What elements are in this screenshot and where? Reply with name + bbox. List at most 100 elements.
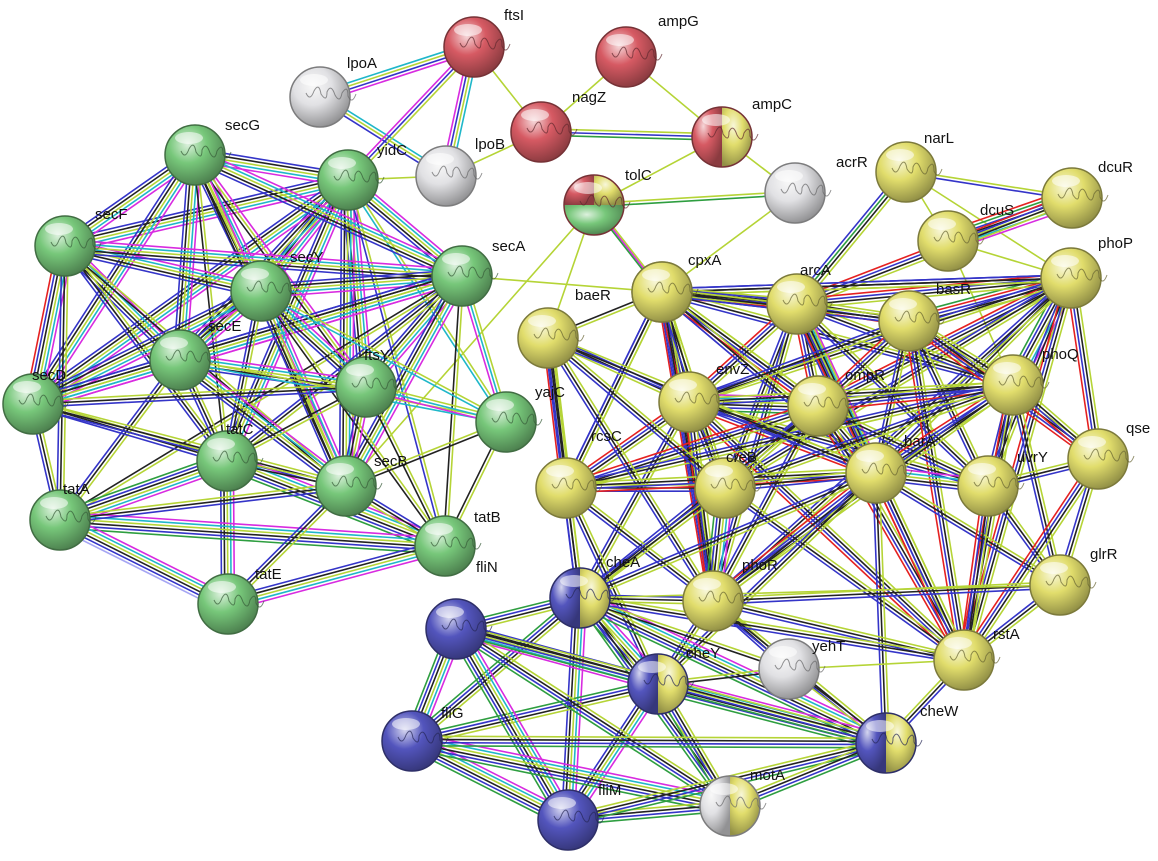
node-highlight — [693, 578, 721, 590]
node-segment-motA-yellow[interactable] — [730, 776, 760, 836]
node-nagZ[interactable] — [510, 101, 578, 163]
node-rim-uvrY — [957, 455, 1019, 517]
edge-ompR-rcsC-textmining — [566, 409, 821, 494]
node-narL[interactable] — [875, 141, 943, 203]
node-segment-cheW-yellow[interactable] — [886, 713, 916, 773]
node-acrR[interactable] — [764, 162, 832, 224]
node-cheA[interactable] — [549, 567, 617, 629]
edge-phoQ-glrR-cooccurrence — [1009, 384, 1058, 587]
node-lpoA[interactable] — [289, 66, 357, 128]
node-basR[interactable] — [878, 290, 946, 352]
edge-tatA-secB-coexpression — [59, 485, 347, 521]
edge-barA-phoR-textmining — [715, 475, 880, 606]
node-label-phoQ: phoQ — [1042, 346, 1079, 363]
edge-cheA-rstA-cooccurrence — [578, 600, 965, 664]
edge-barA-glrR-coexpression — [875, 472, 1061, 586]
edge-basR-envZ-textmining — [689, 323, 911, 406]
node-ftsI[interactable] — [443, 16, 511, 78]
node-segment-ampC-yellow[interactable] — [722, 107, 752, 167]
node-qse[interactable] — [1067, 428, 1135, 490]
node-secA[interactable] — [431, 245, 499, 307]
node-secB[interactable] — [315, 455, 383, 517]
node-cheY[interactable] — [627, 653, 695, 715]
edge-secY-unlabeled-green-database — [259, 291, 507, 425]
node-highlight — [606, 34, 634, 46]
node-label-lpoA: lpoA — [347, 55, 377, 72]
node-phoP[interactable] — [1040, 247, 1108, 309]
edge-barA-cheW-coexpression — [875, 472, 887, 744]
node-rstA[interactable] — [933, 629, 1001, 691]
node-unlabeled-green[interactable] — [475, 391, 543, 453]
node-label-creB: creB — [726, 449, 757, 466]
node-fliM[interactable] — [537, 789, 605, 851]
protein-structure-icon — [50, 235, 102, 250]
node-highlight — [392, 718, 420, 730]
node-creB[interactable] — [694, 457, 762, 519]
node-motA[interactable] — [699, 775, 767, 837]
edge-cheA-fliM-cooccurrence — [560, 596, 575, 821]
node-fliN[interactable] — [425, 598, 493, 660]
node-yajC[interactable] — [517, 307, 585, 369]
node-uvrY[interactable] — [957, 455, 1025, 517]
edge-barA-phoR-coexpression — [713, 473, 878, 604]
node-ftsY[interactable] — [335, 356, 403, 418]
node-barA[interactable] — [845, 442, 913, 504]
edge-phoQ-rcsC-coexpression — [565, 384, 1014, 489]
node-secD[interactable] — [2, 373, 70, 435]
node-label-secA: secA — [492, 238, 525, 255]
node-fliG[interactable] — [381, 710, 449, 772]
node-secF[interactable] — [34, 215, 102, 277]
node-label-fliM: fliM — [598, 782, 621, 799]
edge-barA-rstA-textmining — [879, 470, 970, 659]
node-secG[interactable] — [164, 124, 232, 186]
node-rim-tatA — [29, 489, 91, 551]
node-highlight — [436, 606, 464, 618]
node-cheW[interactable] — [855, 712, 923, 774]
node-arcA[interactable] — [766, 273, 834, 335]
node-highlight — [241, 268, 269, 280]
protein-structure-icon — [431, 165, 483, 180]
node-dcuR[interactable] — [1041, 167, 1109, 229]
node-segment-cheA-yellow[interactable] — [580, 568, 610, 628]
node-ampC[interactable] — [691, 106, 759, 168]
node-phoR[interactable] — [682, 570, 750, 632]
node-highlight — [326, 463, 354, 475]
protein-structure-icon — [949, 649, 1001, 664]
node-yidC[interactable] — [317, 149, 385, 211]
node-label-phoP: phoP — [1098, 235, 1133, 252]
node-segment-cheY-yellow[interactable] — [658, 654, 688, 714]
node-tatE[interactable] — [197, 573, 265, 635]
protein-structure-icon — [1045, 574, 1097, 589]
edge-phoP-envZ-textmining — [689, 280, 1073, 406]
node-highlight — [208, 581, 236, 593]
edge-secE-secB-cooccurrence — [175, 364, 343, 492]
node-envZ[interactable] — [658, 371, 726, 433]
node-baeR[interactable] — [631, 261, 699, 323]
node-phoQ[interactable] — [982, 354, 1050, 416]
protein-structure-icon — [998, 374, 1050, 389]
node-secE[interactable] — [149, 329, 217, 391]
node-ampG[interactable] — [595, 26, 663, 88]
edge-secY-secD-experiment — [35, 295, 265, 411]
edge-secF-secY-coexpression — [63, 248, 262, 295]
node-rcsC[interactable] — [535, 457, 603, 519]
node-ompR[interactable] — [787, 375, 855, 437]
node-dcuS[interactable] — [917, 210, 985, 272]
node-glrR[interactable] — [1029, 554, 1097, 616]
edge-secF-secA-experiment — [64, 238, 464, 271]
node-rim-secD — [2, 373, 64, 435]
node-segment-tolC-green[interactable] — [564, 205, 624, 235]
node-tolC[interactable] — [563, 174, 631, 236]
node-tatA[interactable] — [29, 489, 97, 551]
node-secY[interactable] — [230, 260, 298, 322]
edge-fliN-fliM-cooccurrence — [451, 630, 565, 824]
node-segment-tolC-yellow[interactable] — [594, 175, 624, 205]
node-tatC[interactable] — [196, 430, 264, 492]
node-highlight — [40, 497, 68, 509]
node-tatB[interactable] — [414, 515, 482, 577]
protein-structure-icon — [780, 182, 832, 197]
node-yehT[interactable] — [758, 638, 826, 700]
edge-secF-tatA-textmining — [62, 245, 69, 521]
node-lpoB[interactable] — [415, 145, 483, 207]
edge-envZ-phoQ-textmining — [688, 381, 1014, 400]
